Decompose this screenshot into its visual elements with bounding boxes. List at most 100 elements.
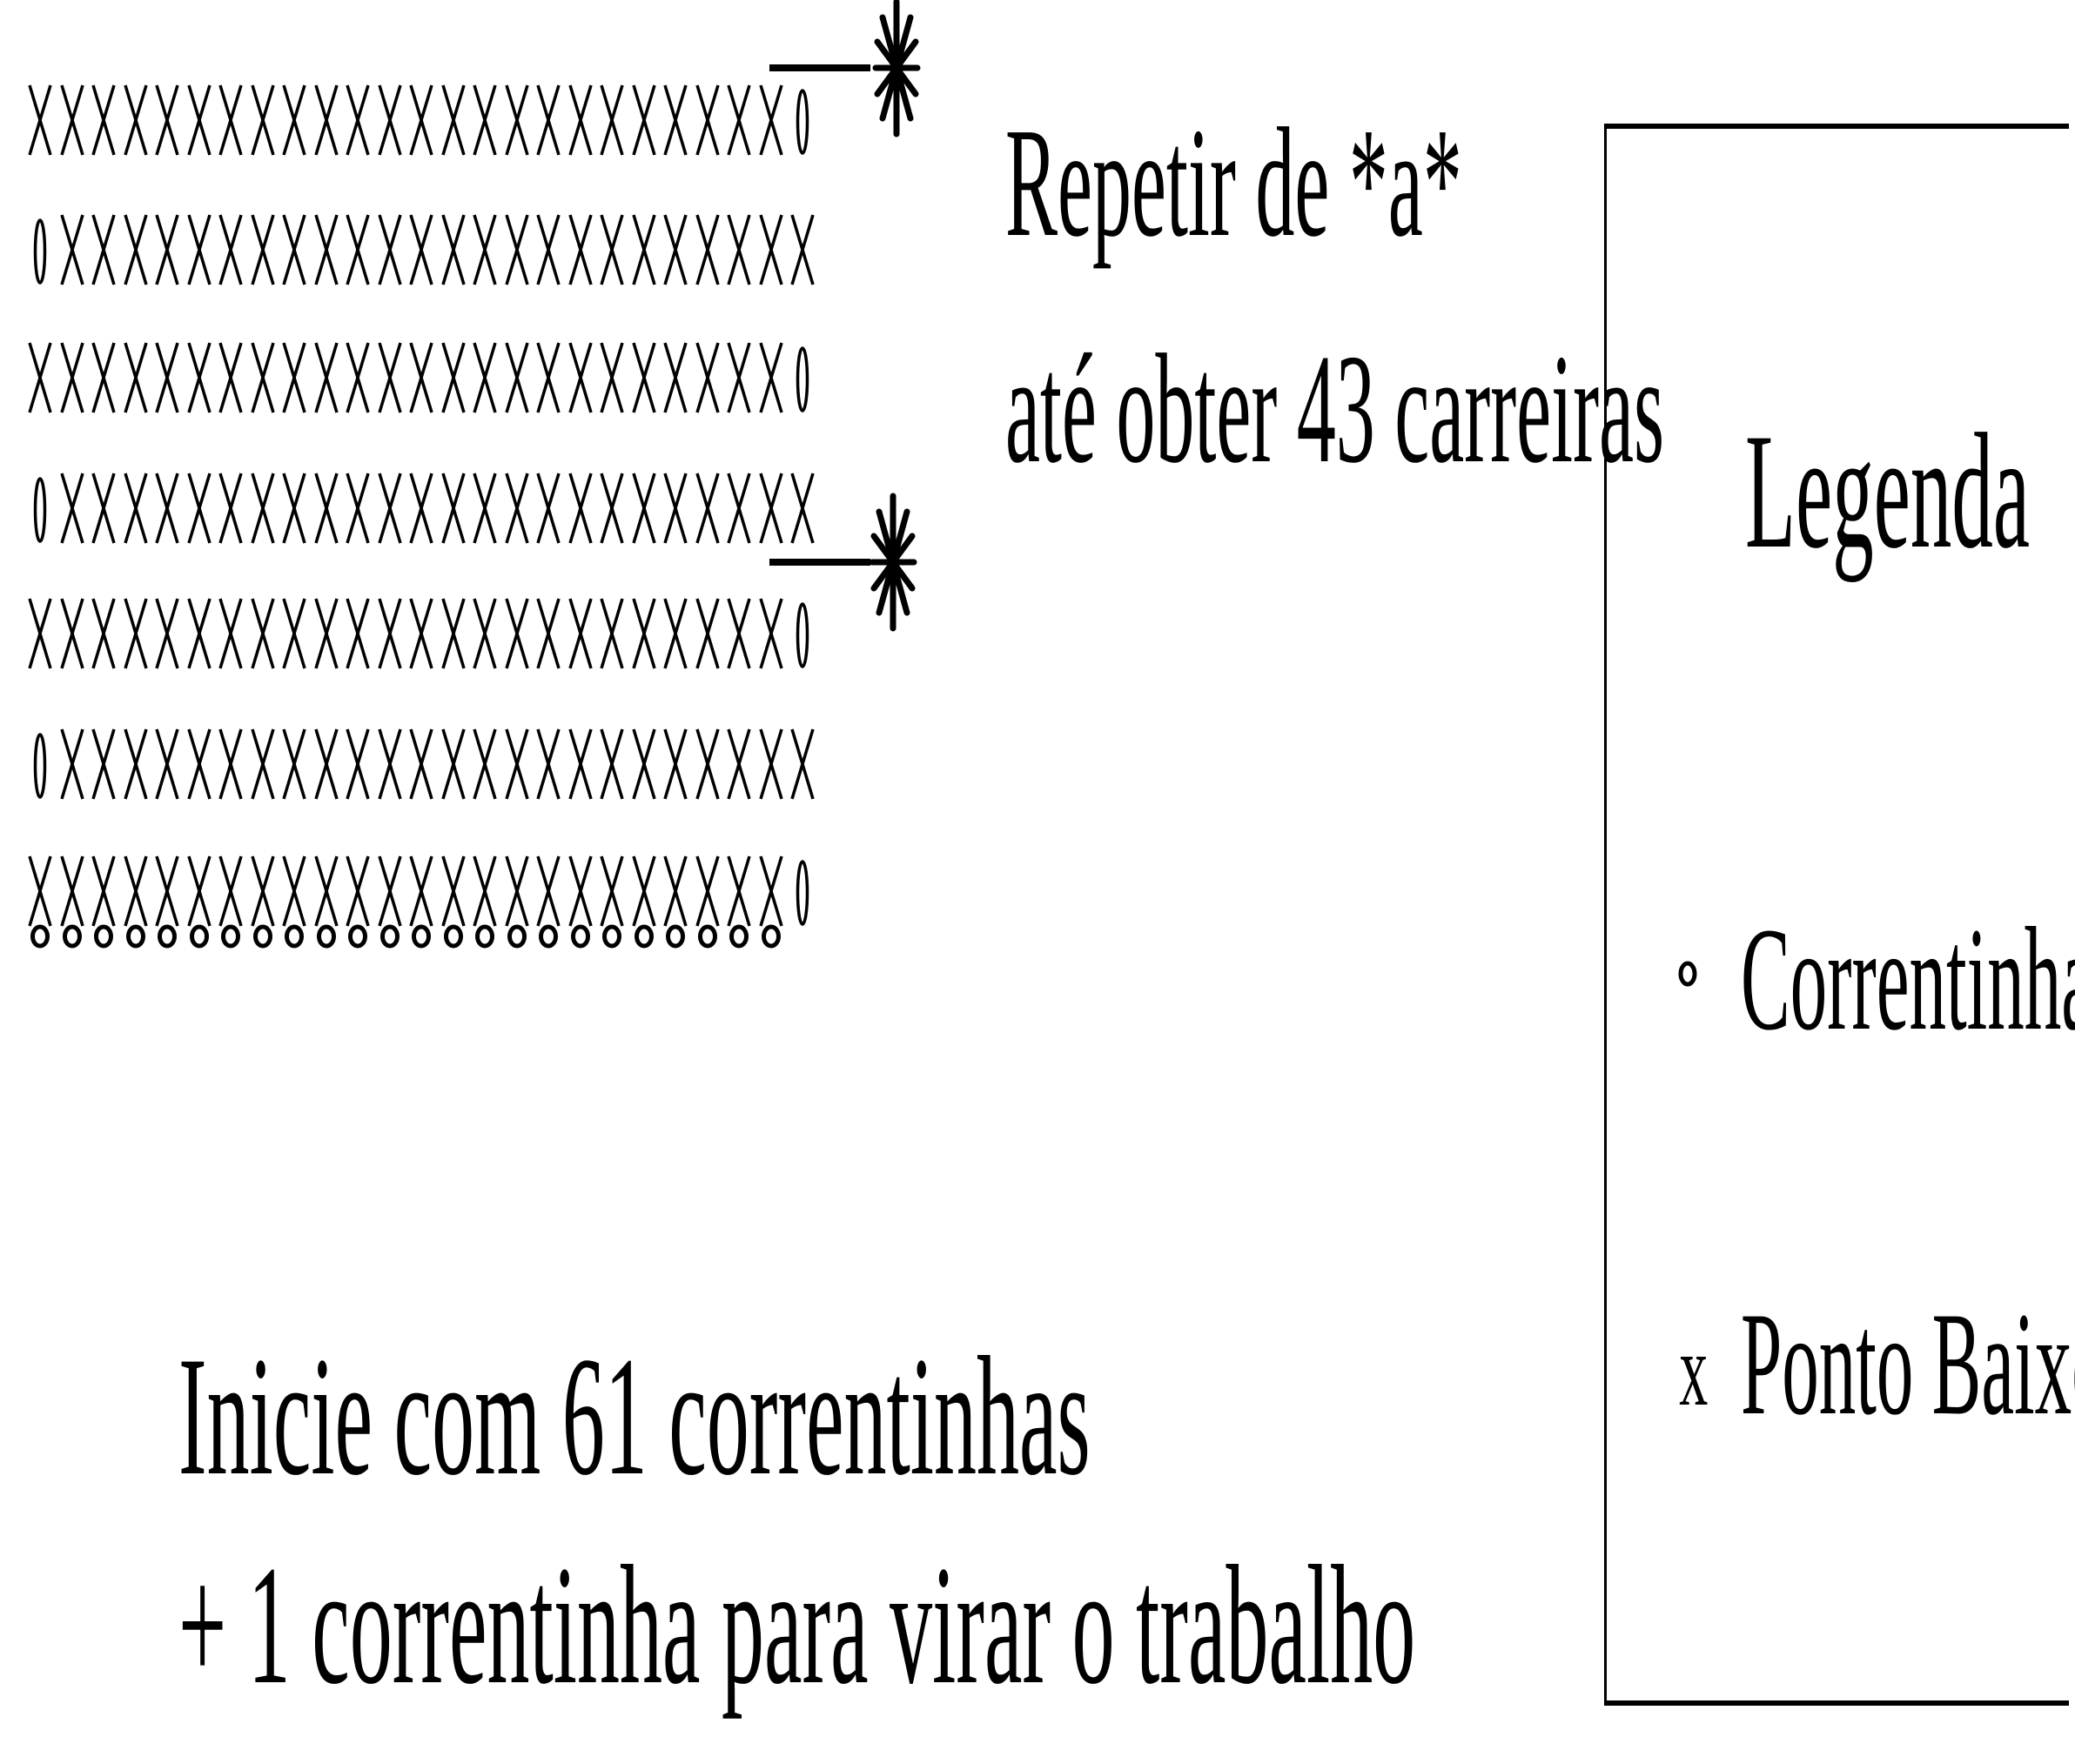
ponto-baixo-stitch [438, 68, 469, 164]
ponto-baixo-stitch [57, 68, 88, 164]
ponto-baixo-stitch [57, 456, 88, 552]
chain-icon [247, 919, 279, 954]
ponto-baixo-stitch [215, 839, 246, 935]
ponto-baixo-stitch [723, 456, 755, 552]
chain-icon [596, 919, 628, 954]
chain-icon [151, 919, 183, 954]
ponto-baixo-stitch [533, 325, 564, 421]
ponto-baixo-stitch [723, 325, 755, 421]
ponto-baixo-stitch [438, 198, 469, 293]
ponto-baixo-stitch [279, 456, 310, 552]
ponto-baixo-stitch [215, 456, 246, 552]
ponto-baixo-stitch [151, 68, 183, 164]
turning-chain-stitch [787, 325, 818, 421]
chain-icon [628, 919, 660, 954]
ponto-baixo-stitch [374, 839, 406, 935]
ponto-baixo-stitch [501, 456, 533, 552]
ponto-baixo-stitch [342, 839, 373, 935]
ponto-baixo-stitch [533, 198, 564, 293]
chain-icon [120, 919, 151, 954]
ponto-baixo-stitch [184, 839, 215, 935]
ponto-baixo-stitch [247, 581, 279, 677]
ponto-baixo-stitch [565, 581, 596, 677]
asterisk-icon [869, 493, 917, 632]
ponto-baixo-stitch [151, 712, 183, 808]
ponto-baixo-stitch [628, 198, 660, 293]
ponto-baixo-stitch [88, 712, 119, 808]
ponto-baixo-stitch [151, 581, 183, 677]
chart-row [24, 712, 819, 808]
ponto-baixo-stitch [596, 198, 628, 293]
chain-icon [24, 919, 56, 954]
ponto-baixo-stitch [311, 198, 342, 293]
ponto-baixo-stitch [279, 325, 310, 421]
ponto-baixo-stitch [469, 68, 500, 164]
ponto-baixo-stitch [406, 712, 437, 808]
ponto-baixo-stitch [596, 839, 628, 935]
ponto-baixo-stitch [57, 325, 88, 421]
chain-icon [57, 919, 88, 954]
ponto-baixo-stitch [57, 198, 88, 293]
ponto-baixo-stitch [120, 839, 151, 935]
ponto-baixo-stitch [533, 839, 564, 935]
start-note-line1: Inicie com 61 correntinhas [178, 1322, 1091, 1511]
ponto-baixo-stitch [279, 712, 310, 808]
ponto-baixo-stitch [406, 198, 437, 293]
ponto-baixo-stitch [342, 325, 373, 421]
ponto-baixo-stitch [247, 325, 279, 421]
turning-chain-stitch [24, 198, 56, 293]
ponto-baixo-stitch [565, 712, 596, 808]
ponto-baixo-stitch [374, 198, 406, 293]
chain-icon [692, 919, 723, 954]
ponto-baixo-stitch [438, 712, 469, 808]
ponto-baixo-stitch [755, 456, 787, 552]
foundation-chain-row [24, 919, 787, 954]
turning-chain-stitch [787, 68, 818, 164]
chain-icon [406, 919, 437, 954]
ponto-baixo-stitch [628, 68, 660, 164]
ponto-baixo-stitch [247, 712, 279, 808]
ponto-baixo-stitch [660, 456, 691, 552]
ponto-baixo-stitch [628, 456, 660, 552]
chain-icon [342, 919, 373, 954]
ponto-baixo-stitch [660, 839, 691, 935]
ponto-baixo-stitch [311, 839, 342, 935]
legend-x-symbol: x [1679, 1311, 1709, 1427]
ponto-baixo-stitch [660, 68, 691, 164]
chain-icon [565, 919, 596, 954]
ponto-baixo-stitch [723, 839, 755, 935]
ponto-baixo-stitch [215, 68, 246, 164]
ponto-baixo-stitch [374, 712, 406, 808]
ponto-baixo-stitch [692, 68, 723, 164]
turning-chain-stitch [24, 712, 56, 808]
ponto-baixo-stitch [184, 68, 215, 164]
ponto-baixo-stitch [596, 456, 628, 552]
legend-box [1604, 124, 2069, 1706]
ponto-baixo-stitch [596, 68, 628, 164]
ponto-baixo-stitch [120, 581, 151, 677]
ponto-baixo-stitch [501, 581, 533, 677]
ponto-baixo-stitch [184, 325, 215, 421]
ponto-baixo-stitch [342, 581, 373, 677]
asterisk-icon [872, 0, 921, 137]
chart-row [24, 198, 819, 293]
ponto-baixo-stitch [660, 325, 691, 421]
ponto-baixo-stitch [247, 68, 279, 164]
ponto-baixo-stitch [120, 712, 151, 808]
ponto-baixo-stitch [565, 68, 596, 164]
repeat-bracket-bottom [769, 493, 917, 632]
chain-icon [660, 919, 691, 954]
ponto-baixo-stitch [438, 456, 469, 552]
ponto-baixo-stitch [469, 325, 500, 421]
ponto-baixo-stitch [596, 325, 628, 421]
ponto-baixo-stitch [215, 712, 246, 808]
ponto-baixo-stitch [692, 456, 723, 552]
turning-chain-stitch [787, 839, 818, 935]
repeat-note: Repetir de *a* até obter 43 carreiras [870, 104, 1664, 487]
ponto-baixo-stitch [438, 839, 469, 935]
ponto-baixo-stitch [660, 712, 691, 808]
repeat-bracket-top [769, 0, 921, 137]
ponto-baixo-stitch [469, 456, 500, 552]
ponto-baixo-stitch [57, 581, 88, 677]
ponto-baixo-stitch [406, 581, 437, 677]
